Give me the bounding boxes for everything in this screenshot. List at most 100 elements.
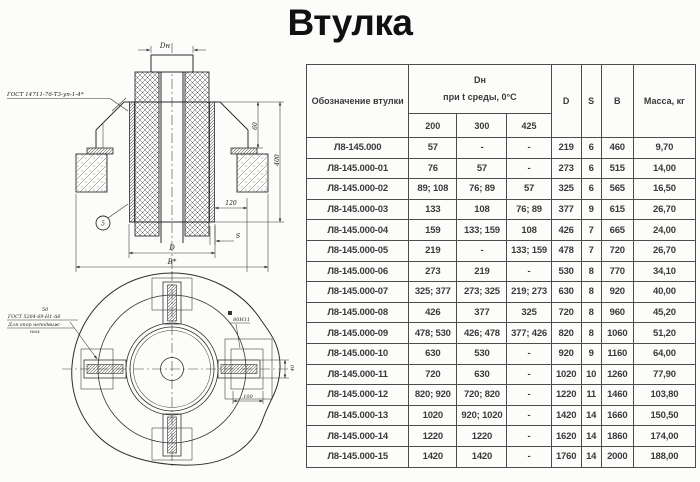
value-cell: - <box>456 239 508 262</box>
value-cell: 1860 <box>600 425 634 447</box>
header-b: В <box>600 64 634 138</box>
dim-400-label: 400 <box>274 154 281 167</box>
weld-note-gost: ГОСТ 5264-69-Н1-Δ6 <box>7 314 60 320</box>
value-cell: - <box>506 425 552 447</box>
dim-dn-label: Dн <box>159 42 171 50</box>
value-cell: 14 <box>580 445 602 468</box>
value-cell: 174,00 <box>632 425 697 447</box>
value-cell: 530 <box>456 342 508 365</box>
value-cell: 1760 <box>550 445 582 468</box>
value-cell: 34,10 <box>632 260 697 283</box>
value-cell: 76 <box>408 157 458 180</box>
dim-120-label: 120 <box>225 200 237 207</box>
tab-east <box>217 359 261 379</box>
value-cell: - <box>506 445 552 468</box>
value-cell: 820; 920 <box>408 384 458 406</box>
value-cell: 14,00 <box>632 157 697 180</box>
dim-b-label: В* <box>167 258 177 266</box>
value-cell: 1420 <box>408 445 458 468</box>
value-cell: 7 <box>580 219 602 241</box>
designation-cell: Л8-145.000-14 <box>305 425 410 447</box>
balloon-label: 5 <box>101 221 105 228</box>
value-cell: - <box>456 137 508 159</box>
designation-cell: Л8-145.000-13 <box>305 404 410 427</box>
value-cell: 478; 530 <box>408 322 458 344</box>
header-designation: Обозначение втулки <box>305 64 410 138</box>
value-cell: 14 <box>580 425 602 447</box>
header-dn-group: Dн при t среды, 0°С <box>408 64 552 114</box>
value-cell: 8 <box>580 322 602 344</box>
weld-note-text1: Для опор неподвиж- <box>7 322 61 328</box>
value-cell: 26,70 <box>632 239 697 262</box>
designation-cell: Л8-145.000-06 <box>305 260 410 283</box>
value-cell: 6 <box>580 137 602 159</box>
value-cell: 9 <box>580 198 602 221</box>
technical-drawing: Dн 60 400 120 S D В* ГОСТ 14711-76-Т3-уп… <box>6 42 296 469</box>
skirt-slope-right <box>219 101 249 131</box>
value-cell: 920; 1020 <box>456 404 508 427</box>
tab-south <box>162 413 182 457</box>
designation-cell: Л8-145.000-10 <box>305 342 410 365</box>
value-cell: 150,50 <box>632 404 697 427</box>
designation-cell: Л8-145.000-04 <box>305 219 410 241</box>
value-cell: 630 <box>408 342 458 365</box>
value-cell: 133 <box>408 198 458 221</box>
value-cell: 51,20 <box>632 322 697 344</box>
value-cell: 1220 <box>456 425 508 447</box>
value-cell: 1460 <box>600 384 634 406</box>
designation-cell: Л8-145.000-07 <box>305 281 410 303</box>
value-cell: 6 <box>580 178 602 200</box>
value-cell: - <box>506 404 552 427</box>
value-cell: 14 <box>580 404 602 427</box>
value-cell: 159 <box>408 219 458 241</box>
wall-outline <box>71 272 281 466</box>
pipe-cap <box>150 54 194 73</box>
header-temp-300: 300 <box>456 113 508 138</box>
ring-inner <box>133 330 211 408</box>
value-cell: 325 <box>550 178 582 200</box>
skirt-slope-left <box>95 101 125 131</box>
value-cell: 7 <box>580 239 602 262</box>
value-cell: - <box>506 384 552 406</box>
insulation-right <box>184 71 210 237</box>
designation-cell: Л8-145.000-05 <box>305 239 410 262</box>
value-cell: 2000 <box>600 445 634 468</box>
value-cell: 960 <box>600 301 634 324</box>
tab-west <box>83 359 127 379</box>
header-s: S <box>580 64 602 138</box>
sleeve-right <box>209 101 215 223</box>
value-cell: 24,00 <box>632 219 697 241</box>
value-cell: 8 <box>580 281 602 303</box>
value-cell: 1260 <box>600 363 634 386</box>
value-cell: - <box>506 260 552 283</box>
value-cell: 133; 159 <box>506 239 552 262</box>
sleeve-left <box>129 101 135 223</box>
value-cell: 426 <box>408 301 458 324</box>
value-cell: 16,50 <box>632 178 697 200</box>
page-title: Втулка <box>287 2 413 43</box>
value-cell: - <box>506 363 552 386</box>
dim-s-label: S <box>236 232 241 240</box>
value-cell: 1020 <box>550 363 582 386</box>
value-cell: - <box>506 342 552 365</box>
weld-symbol <box>228 311 232 315</box>
value-cell: 478 <box>550 239 582 262</box>
value-cell: 188,00 <box>632 445 697 468</box>
header-temp-425: 425 <box>506 113 552 138</box>
value-cell: 1420 <box>456 445 508 468</box>
center-hole <box>160 357 184 381</box>
value-cell: 325; 377 <box>408 281 458 303</box>
ring-mid <box>129 326 215 412</box>
header-dn-line2: при t среды, 0°С <box>443 92 517 102</box>
value-cell: 219 <box>550 137 582 159</box>
